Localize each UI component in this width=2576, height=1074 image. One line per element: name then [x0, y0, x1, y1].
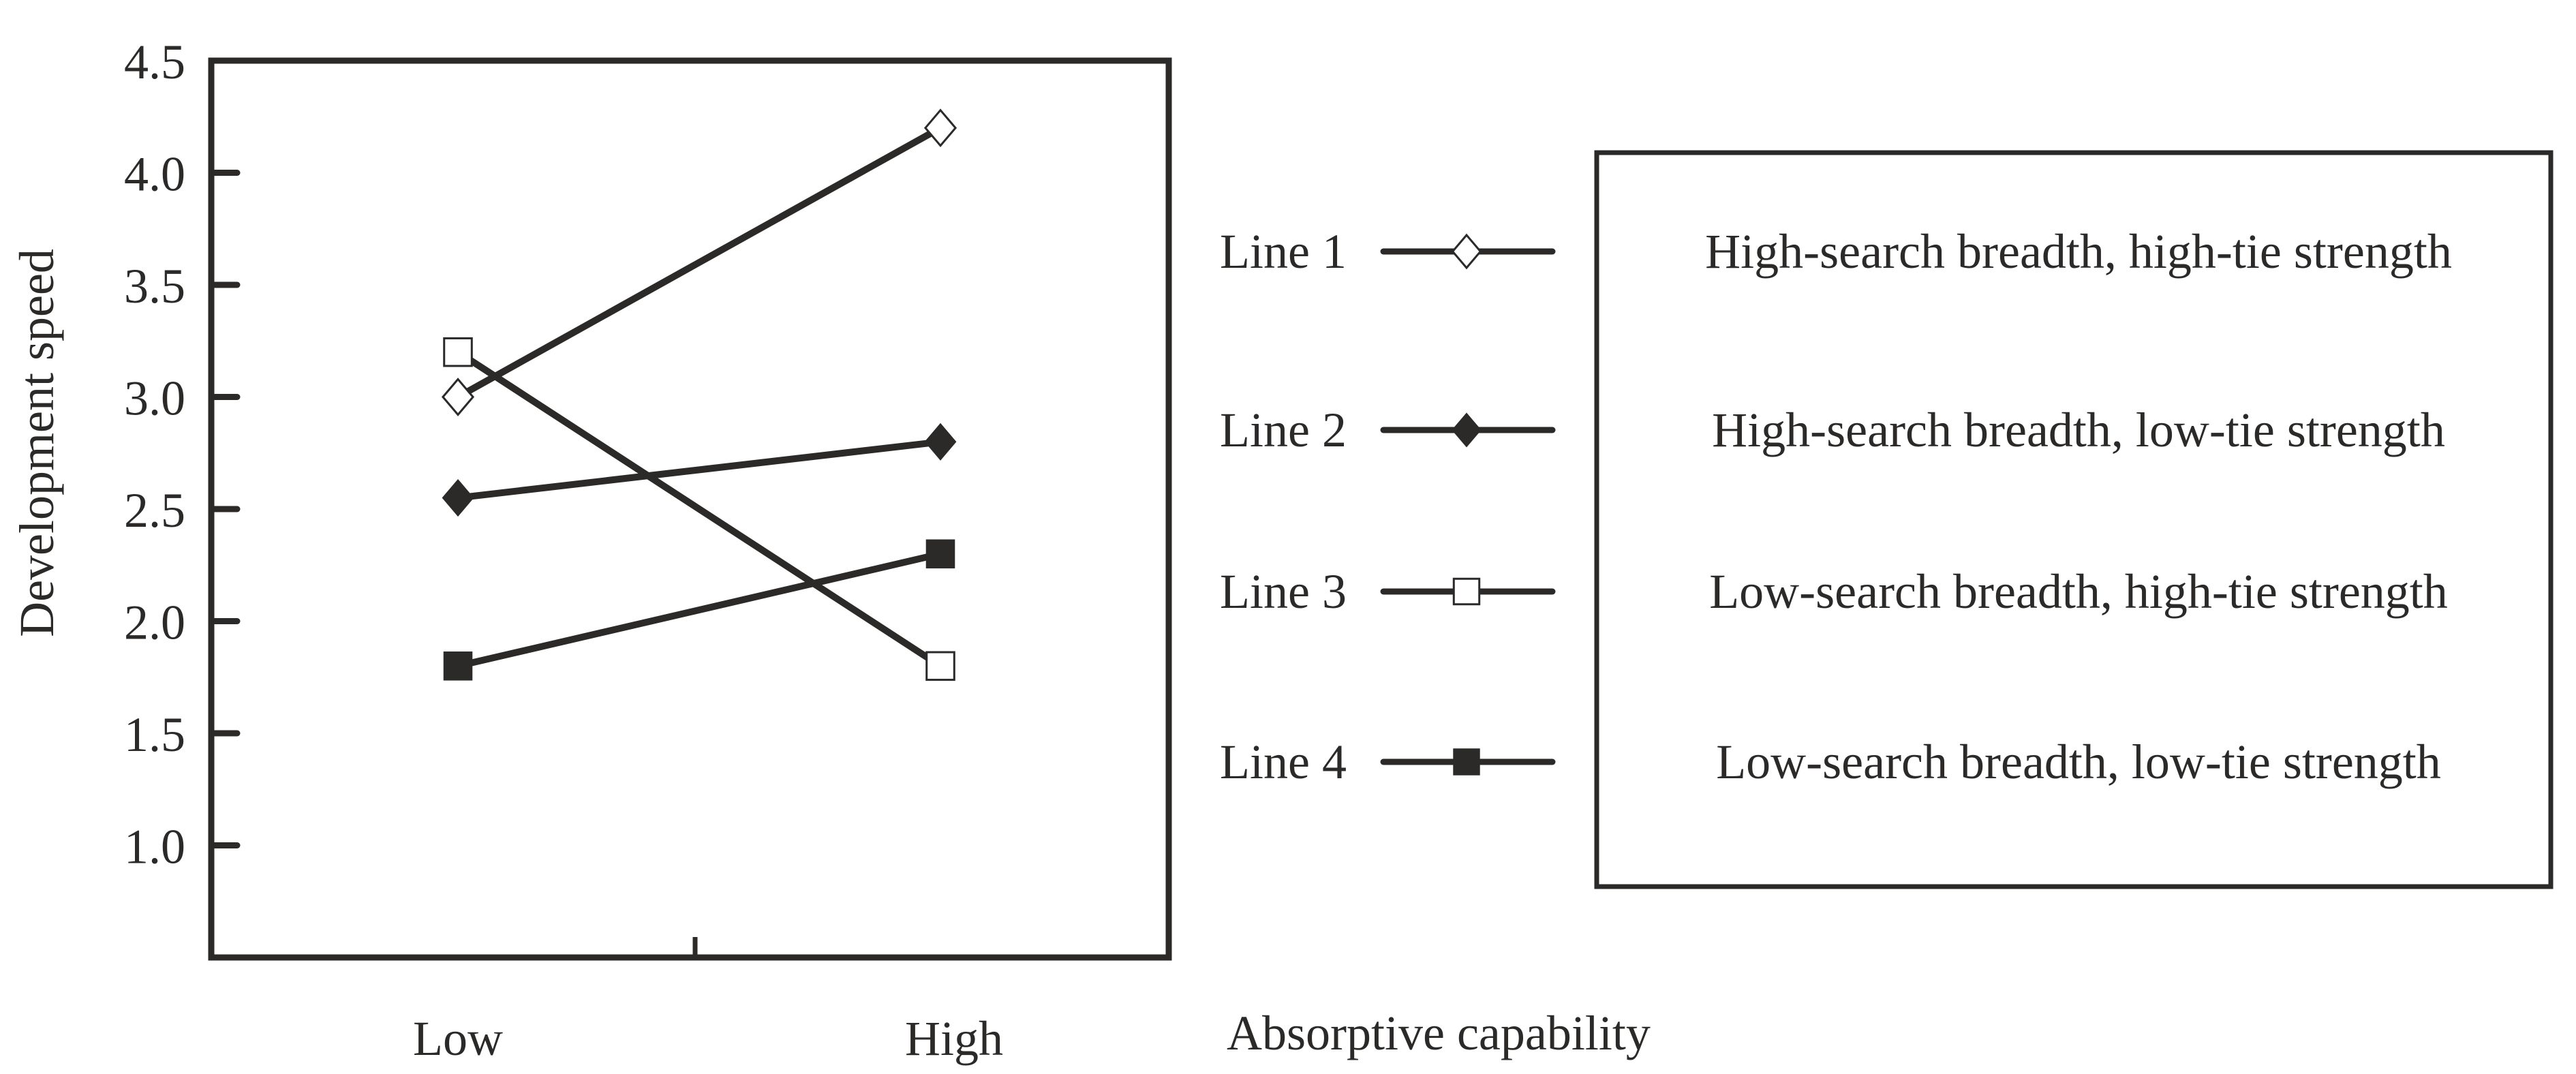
x-axis-title: Absorptive capability — [1227, 1006, 1651, 1060]
legend-swatch-marker — [1452, 577, 1481, 606]
legend-swatch-marker — [1451, 233, 1482, 270]
y-tick-label: 4.0 — [124, 147, 185, 202]
legend-swatch-marker — [1453, 748, 1480, 776]
x-tick-label-high: High — [905, 1011, 1003, 1066]
legend-description: High-search breadth, high-tie strength — [1705, 224, 2452, 279]
y-tick-label: 3.0 — [124, 371, 185, 426]
data-point-line-3-low — [443, 337, 473, 367]
legend-entry: Line 1 High-search breadth, high-tie stre… — [1220, 224, 2452, 279]
y-tick-label: 4.5 — [124, 35, 185, 89]
legend-swatch-marker — [1452, 412, 1482, 448]
series-line-1 — [456, 125, 942, 400]
y-axis-title: Development speed — [10, 249, 64, 637]
data-point-line-4-low — [443, 651, 473, 681]
data-point-line-4-high — [925, 539, 955, 569]
data-point-line-2-high — [924, 423, 957, 461]
legend-line-label: Line 2 — [1220, 403, 1347, 457]
data-point-line-1-high — [923, 108, 957, 148]
data-point-line-3-high — [925, 651, 955, 681]
y-tick-label: 1.0 — [124, 820, 185, 874]
y-tick-label: 2.0 — [124, 596, 185, 650]
plot-frame — [208, 57, 1172, 961]
legend-entry: Line 4 Low-search breadth, low-tie streng… — [1220, 735, 2441, 789]
legend-description: Low-search breadth, low-tie strength — [1716, 735, 2441, 789]
data-point-line-1-low — [441, 378, 475, 416]
series-markers — [441, 108, 957, 681]
series-line-4 — [457, 550, 942, 670]
legend-entry: Line 2 High-search breadth, low-tie stren… — [1220, 403, 2445, 457]
legend-line-label: Line 1 — [1220, 224, 1347, 279]
legend-entry: Line 3 Low-search breadth, high-tie stren… — [1220, 564, 2448, 619]
y-tick-label: 2.5 — [124, 483, 185, 538]
legend-description: High-search breadth, low-tie strength — [1712, 403, 2445, 457]
series-line-3 — [456, 349, 942, 669]
y-axis-ticks: 1.0 1.5 2.0 2.5 3.0 3.5 4.0 4.5 — [124, 35, 241, 874]
series-line-2 — [457, 438, 941, 502]
legend-line-label: Line 3 — [1220, 564, 1347, 619]
legend-description: Low-search breadth, high-tie strength — [1709, 564, 2448, 619]
legend: Line 1 High-search breadth, high-tie stre… — [1220, 150, 2554, 889]
y-tick-label: 3.5 — [124, 259, 185, 313]
series-lines — [456, 125, 942, 670]
plot-area-border — [208, 57, 1172, 961]
y-tick-label: 1.5 — [124, 707, 185, 762]
legend-line-label: Line 4 — [1220, 735, 1347, 789]
data-point-line-2-low — [442, 479, 474, 517]
legend-description-box — [1594, 150, 2554, 889]
x-tick-label-low: Low — [413, 1011, 503, 1066]
